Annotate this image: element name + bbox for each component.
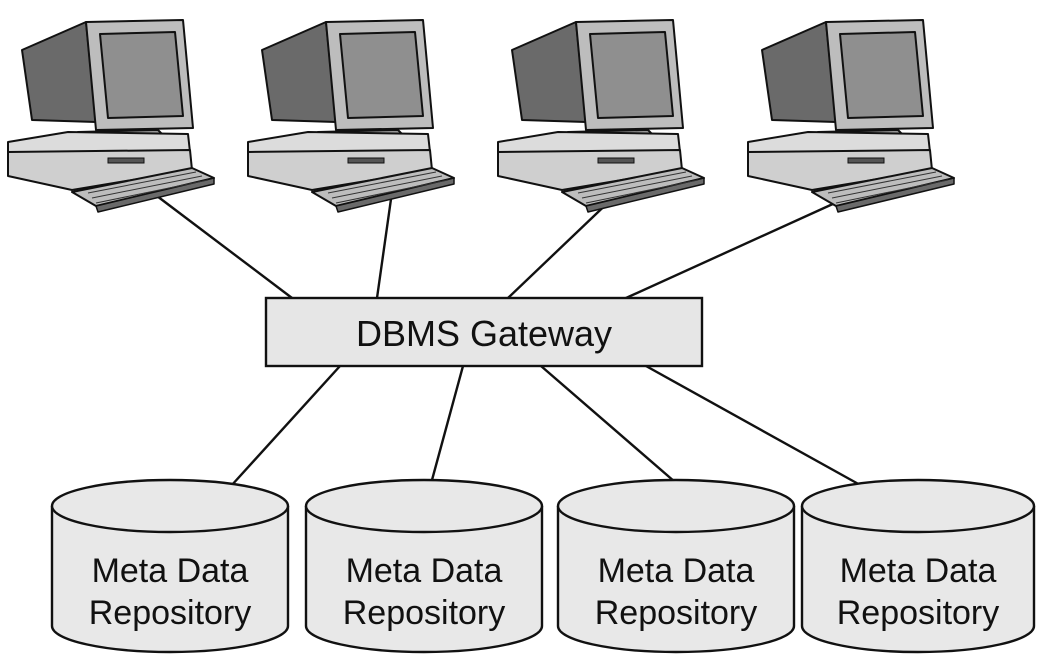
- dbms-gateway: DBMS Gateway: [264, 296, 704, 368]
- repository-label-line1: Meta Data: [346, 552, 503, 590]
- desktop-computer-icon: [497, 19, 705, 213]
- desktop-computer-icon: [7, 19, 215, 213]
- repository-label-line2: Repository: [837, 594, 1000, 632]
- repository-links: [230, 364, 863, 488]
- repository-label-line1: Meta Data: [840, 552, 997, 590]
- database-cylinder-icon: [800, 478, 1036, 654]
- desktop-computer-icon: [747, 19, 955, 213]
- link-workstation-3: [507, 193, 618, 299]
- repository-label-line1: Meta Data: [92, 552, 249, 590]
- workstation-3: [497, 19, 705, 213]
- repository-1: Meta Data Repository: [50, 478, 290, 654]
- workstation-4: [747, 19, 955, 213]
- link-repository-1: [230, 365, 341, 487]
- link-workstation-1: [152, 192, 293, 299]
- repository-label-line2: Repository: [595, 594, 758, 632]
- link-repository-4: [645, 364, 863, 488]
- gateway-label: DBMS Gateway: [356, 313, 612, 354]
- database-cylinder-icon: [50, 478, 290, 654]
- repository-label-line1: Meta Data: [598, 552, 755, 590]
- repository-3: Meta Data Repository: [556, 478, 796, 654]
- desktop-computer-icon: [247, 19, 455, 213]
- repository-label-line2: Repository: [343, 594, 506, 632]
- database-cylinder-icon: [556, 478, 796, 654]
- link-repository-3: [540, 365, 676, 483]
- gateway-box: [264, 296, 704, 368]
- repository-label-line2: Repository: [89, 594, 252, 632]
- database-cylinder-icon: [304, 478, 544, 654]
- link-workstation-2: [375, 191, 394, 299]
- link-workstation-4: [625, 196, 847, 300]
- workstation-1: [7, 19, 215, 213]
- repository-2: Meta Data Repository: [304, 478, 544, 654]
- repository-4: Meta Data Repository: [800, 478, 1036, 654]
- link-repository-2: [430, 365, 465, 481]
- workstation-links: [152, 191, 847, 300]
- workstation-2: [247, 19, 455, 213]
